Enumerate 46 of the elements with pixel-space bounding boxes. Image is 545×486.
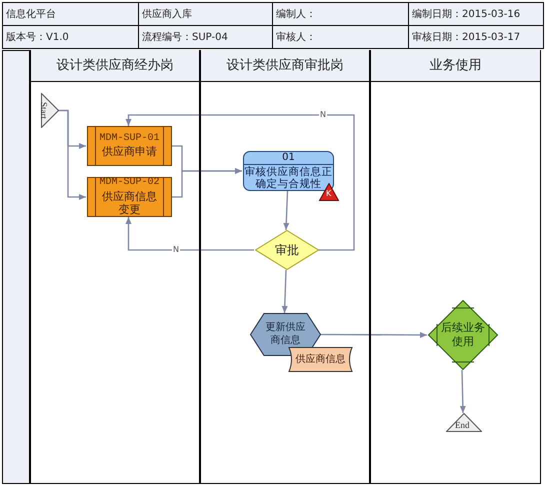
header-cell: 版本号：V1.0 [3, 26, 139, 49]
process-box [87, 177, 172, 217]
swimlane [30, 50, 200, 484]
decision-label: 审批 [275, 242, 299, 258]
connector-arrow [320, 332, 427, 338]
risk-triangle [319, 183, 339, 201]
lane-title: 设计类供应商审批岗 [201, 50, 369, 82]
swimlane [200, 50, 370, 484]
decision-diamond [428, 300, 498, 370]
edge-label: N [319, 111, 327, 119]
lane-title: 设计类供应商经办岗 [31, 50, 199, 82]
process-label: 供应商信息变更 [101, 190, 158, 217]
header-cell: 编制人： [273, 3, 409, 26]
task-box [243, 151, 334, 191]
process-box [87, 126, 172, 166]
process-label: 供应商申请 [102, 145, 157, 160]
connector-arrow [283, 190, 290, 230]
swimlane [370, 50, 541, 484]
header-cell: 审核人： [273, 26, 409, 49]
decision-diamond [255, 230, 319, 270]
end-triangle [446, 413, 482, 432]
task-label: 审核供应商信息正确定与合规性 [244, 166, 333, 190]
header-cell: 审核日期：2015-03-17 [409, 26, 544, 49]
document-label: 供应商信息 [296, 354, 346, 364]
decision-label: 后续业务使用 [440, 321, 486, 349]
connector-arrow [126, 217, 254, 251]
task-number: 01 [244, 152, 333, 165]
connector-arrow [460, 370, 466, 414]
header-cell: 流程编号：SUP-04 [139, 26, 273, 49]
process-code: MDM-SUP-02 [99, 177, 160, 190]
hexagon-label: 更新供应商信息 [266, 322, 306, 347]
risk-letter: K [326, 190, 332, 198]
lane-title: 业务使用 [371, 50, 540, 82]
header-cell: 编制日期：2015-03-16 [409, 3, 544, 26]
header-cell: 供应商入库 [139, 3, 273, 26]
connector-arrow [58, 110, 86, 200]
edge-label: N [172, 246, 180, 254]
document-shape [287, 347, 354, 372]
terminator-label: End [455, 421, 470, 430]
header-cell: 信息化平台 [3, 3, 139, 26]
connector-arrow [171, 168, 242, 198]
connector-arrow [126, 114, 355, 251]
start-triangle [41, 93, 59, 128]
connector-arrow [282, 270, 288, 314]
process-code: MDM-SUP-01 [99, 132, 160, 146]
terminator-label: Start [39, 102, 48, 119]
